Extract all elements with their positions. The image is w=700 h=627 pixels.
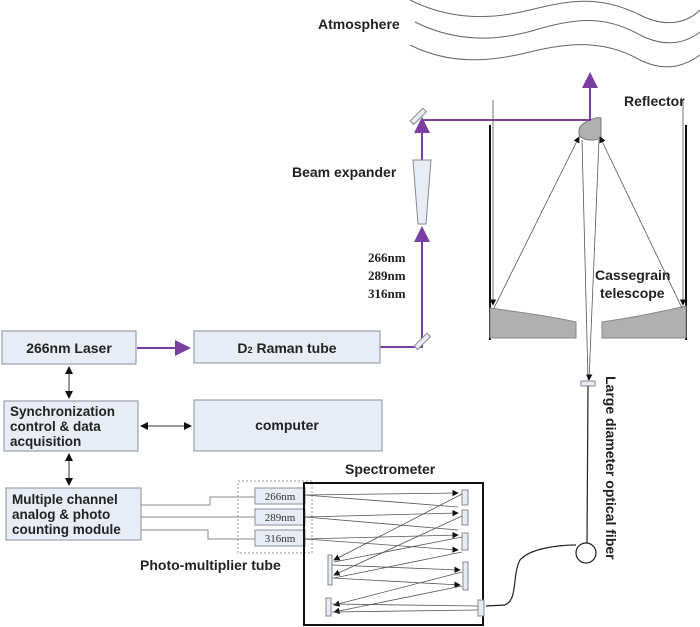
- sync-label-2: control & data: [10, 419, 101, 434]
- laser-label: 266nm Laser: [26, 340, 112, 356]
- steering-mirror-bottom: [413, 332, 432, 351]
- reflector-label: Reflector: [624, 93, 685, 109]
- fiber-coupler: [580, 380, 596, 387]
- sync-box: Synchronization control & data acquisiti…: [3, 400, 139, 452]
- spectrometer-label: Spectrometer: [345, 461, 436, 477]
- computer-label: computer: [255, 417, 319, 433]
- sync-label-3: acquisition: [10, 434, 81, 449]
- reflected-ray-right: [599, 136, 683, 309]
- pmt-289: 289nm: [254, 508, 306, 526]
- spectrometer-optics: [304, 489, 485, 617]
- module-label-2: analog & photo: [12, 507, 110, 522]
- pmt-266: 266nm: [254, 487, 306, 505]
- wavelength-label-1: 266nm: [368, 250, 406, 265]
- svg-text:266nm: 266nm: [265, 491, 296, 503]
- pmt-conn-266: [141, 496, 255, 506]
- atmosphere-label: Atmosphere: [318, 16, 400, 32]
- fiber-loop: [575, 542, 597, 564]
- module-label-3: counting module: [12, 522, 121, 537]
- primary-mirror-right: [601, 305, 687, 339]
- fiber-to-spectrometer: [485, 544, 577, 607]
- spectrometer-box: [303, 482, 484, 626]
- computer-box: computer: [193, 399, 383, 452]
- svg-text:316nm: 316nm: [265, 533, 296, 545]
- pmt-316: 316nm: [254, 529, 306, 547]
- fiber-label: Large diameter optical fiber: [603, 376, 619, 560]
- optical-fiber: [586, 385, 589, 546]
- cassegrain-label-1: Cassegrain: [595, 267, 670, 283]
- beam-expander-icon: [412, 159, 432, 225]
- primary-mirror-left: [489, 307, 577, 339]
- raman-tube-label: D2 Raman tube: [237, 340, 336, 356]
- beam-to-sky: [422, 72, 598, 121]
- focus-ray-left: [581, 139, 589, 381]
- svg-text:289nm: 289nm: [265, 512, 296, 524]
- focus-ray-right: [586, 139, 600, 381]
- sync-label-1: Synchronization: [10, 404, 115, 419]
- reflector-mirror: [578, 117, 602, 141]
- raman-tube-box: D2 Raman tube: [193, 330, 381, 364]
- pmt-conn-316: [141, 529, 255, 540]
- counting-module-box: Multiple channel analog & photo counting…: [5, 487, 142, 541]
- laser-box: 266nm Laser: [1, 330, 137, 365]
- pmt-label: Photo-multiplier tube: [140, 557, 281, 573]
- beam-raman-to-expander: [380, 226, 430, 348]
- beam-expander-label: Beam expander: [292, 164, 397, 180]
- module-label-1: Multiple channel: [12, 492, 118, 507]
- cassegrain-label-2: telescope: [600, 285, 665, 301]
- wavelength-label-3: 316nm: [368, 286, 406, 301]
- atmosphere-waves: [409, 0, 700, 68]
- steering-mirror-top: [409, 107, 428, 126]
- reflected-ray-left: [493, 136, 580, 309]
- wavelength-label-2: 289nm: [368, 268, 406, 283]
